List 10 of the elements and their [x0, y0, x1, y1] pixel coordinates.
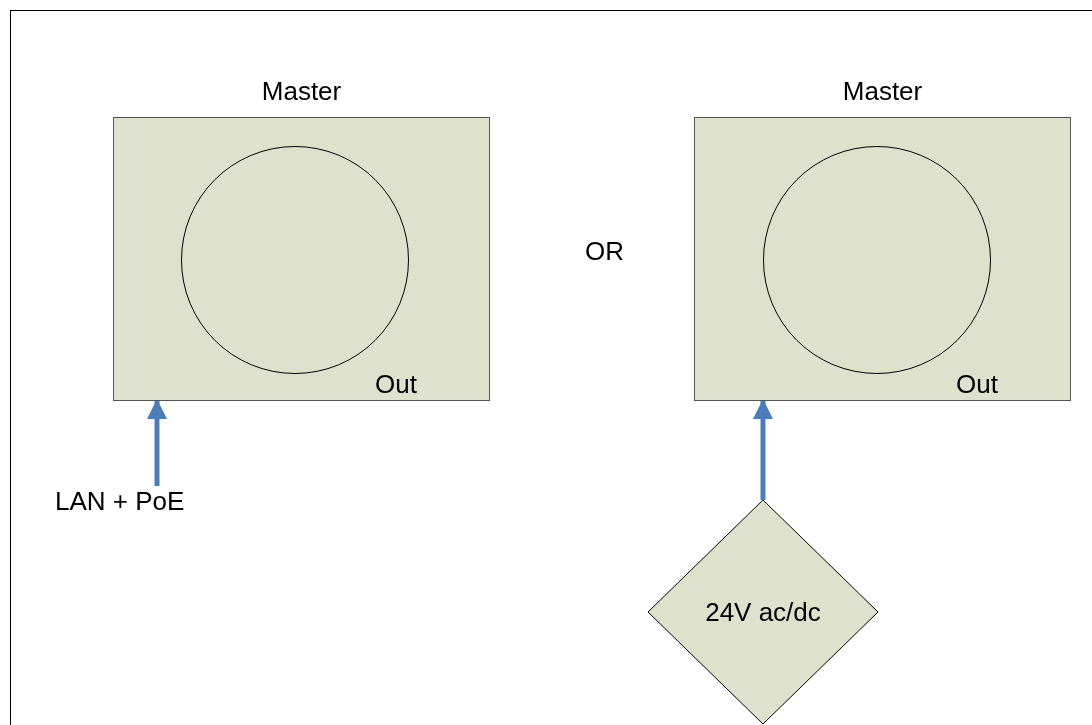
input-label: LAN + PoE	[55, 486, 227, 516]
power-diamond	[648, 500, 878, 724]
output-label: Out	[375, 369, 417, 400]
device-title: Master	[260, 76, 343, 107]
power-label: 24V ac/dc	[705, 596, 821, 628]
note-label: OR	[585, 236, 624, 266]
device-title: Master	[841, 76, 924, 107]
output-label: Out	[956, 369, 998, 400]
arrow	[753, 399, 773, 500]
arrow	[147, 399, 167, 486]
